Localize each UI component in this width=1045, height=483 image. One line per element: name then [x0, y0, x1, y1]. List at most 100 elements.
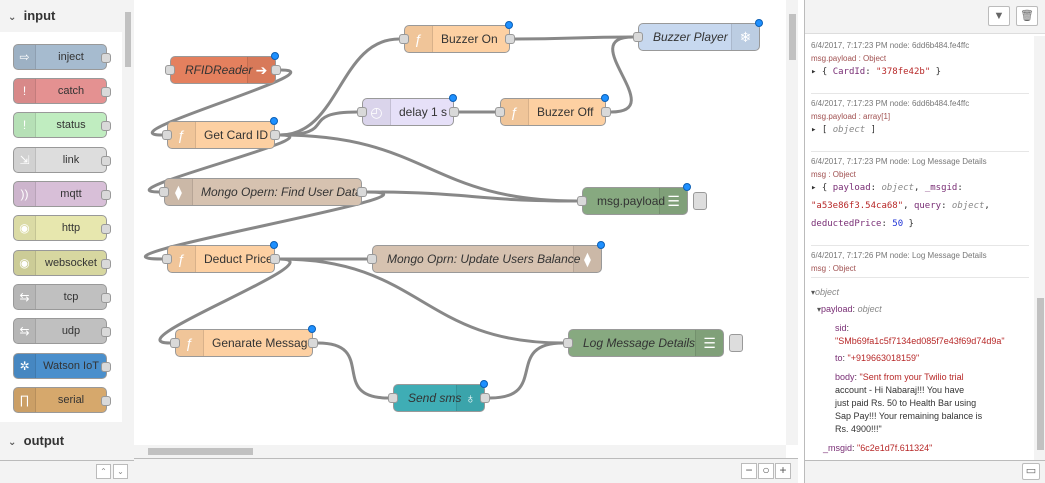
database-icon: ⧫ — [165, 179, 193, 205]
output-port[interactable] — [101, 190, 111, 200]
input-port[interactable] — [162, 130, 172, 140]
flow-node-logmsg[interactable]: ☰Log Message Details — [563, 329, 743, 357]
output-port[interactable] — [101, 327, 111, 337]
palette-scrollbar[interactable] — [122, 0, 134, 460]
input-port[interactable] — [633, 32, 643, 42]
flow-node-sendsms[interactable]: ♁Send sms — [388, 380, 490, 412]
flow-node-rfid[interactable]: ➔RFIDReader — [165, 52, 281, 84]
scroll-thumb[interactable] — [789, 14, 796, 60]
wire-getcard-buzzon[interactable] — [279, 37, 400, 137]
input-port[interactable] — [563, 338, 573, 348]
zoom-out-button[interactable]: − — [741, 463, 757, 479]
debug-message[interactable]: 6/4/2017, 7:17:23 PM node: 6dd6b484.fe4f… — [811, 96, 1029, 152]
debug-message[interactable]: 6/4/2017, 7:17:23 PM node: 6dd6b484.fe4f… — [811, 38, 1029, 94]
collapse-all-button[interactable]: ⌃ — [96, 464, 111, 479]
flow-node-buzzplay[interactable]: ❄Buzzer Player — [633, 19, 763, 51]
wire-genmsg-sendsms[interactable] — [317, 341, 389, 400]
palette-node-websocket[interactable]: ◉websocket — [13, 250, 111, 276]
output-port[interactable] — [101, 156, 111, 166]
output-port[interactable] — [101, 53, 111, 63]
output-port[interactable] — [270, 130, 280, 140]
zoom-in-button[interactable]: + — [775, 463, 791, 479]
output-port[interactable] — [357, 187, 367, 197]
output-port[interactable] — [271, 65, 281, 75]
palette-category-output[interactable]: ⌄ output — [0, 426, 122, 456]
input-port[interactable] — [165, 65, 175, 75]
palette-category-input[interactable]: ⌄ input — [0, 1, 122, 31]
flow-node-mongofind[interactable]: ⧫Mongo Opern: Find User Data — [159, 178, 367, 206]
debug-message[interactable]: 6/4/2017, 7:17:23 PM node: Log Message D… — [811, 154, 1029, 246]
debug-toggle-button[interactable] — [693, 192, 707, 210]
output-port[interactable] — [101, 224, 111, 234]
palette-node-inject[interactable]: ⇨inject — [13, 44, 111, 70]
input-port[interactable] — [162, 254, 172, 264]
input-port[interactable] — [159, 187, 169, 197]
workspace-horizontal-scrollbar[interactable] — [134, 445, 786, 458]
input-port[interactable] — [577, 196, 587, 206]
flow-node-mongoupd[interactable]: ⧫Mongo Oprn: Update Users Balance — [367, 241, 605, 273]
output-port[interactable] — [449, 107, 459, 117]
palette-node-status[interactable]: !status — [13, 112, 111, 138]
input-port[interactable] — [399, 34, 409, 44]
output-port[interactable] — [505, 34, 515, 44]
output-port[interactable] — [101, 293, 111, 303]
output-port[interactable] — [101, 87, 111, 97]
message-meta: 6/4/2017, 7:17:23 PM node: Log Message D… — [811, 157, 987, 166]
palette: ⌄ input ⇨inject !catch !status ⇲link ))mqtt ◉… — [0, 0, 134, 483]
wire-deduct-logmsg[interactable] — [279, 257, 564, 345]
wire-getcard-mongofind[interactable] — [147, 133, 292, 194]
tree-root[interactable]: ▾object — [811, 287, 840, 297]
filter-button[interactable]: ▼ — [988, 6, 1010, 26]
wire-rfid-getcard[interactable] — [150, 68, 293, 137]
scroll-thumb[interactable] — [125, 12, 131, 67]
output-port[interactable] — [601, 107, 611, 117]
output-port[interactable] — [308, 338, 318, 348]
node-label: Buzzer On — [441, 32, 498, 46]
input-port[interactable] — [388, 393, 398, 403]
wire-mongofind-msgpayload[interactable] — [366, 190, 578, 203]
clear-button[interactable]: 🗑 — [1016, 6, 1038, 26]
palette-node-watson-iot[interactable]: ✲Watson IoT — [13, 353, 111, 379]
palette-node-tcp[interactable]: ⇆tcp — [13, 284, 111, 310]
palette-node-udp[interactable]: ⇆udp — [13, 318, 111, 344]
input-port[interactable] — [495, 107, 505, 117]
wire-buzzoff-buzzplay[interactable] — [610, 35, 634, 114]
input-port[interactable] — [367, 254, 377, 264]
palette-node-http[interactable]: ◉http — [13, 215, 111, 241]
scroll-thumb[interactable] — [148, 448, 253, 455]
palette-node-catch[interactable]: !catch — [13, 78, 111, 104]
expand-all-button[interactable]: ⌄ — [113, 464, 128, 479]
debug-message[interactable]: 6/4/2017, 7:17:26 PM node: Log Message D… — [811, 248, 1029, 278]
wire-sendsms-logmsg[interactable] — [489, 341, 564, 400]
output-port[interactable] — [101, 121, 111, 131]
debug-scrollbar[interactable] — [1034, 36, 1045, 460]
output-port[interactable] — [101, 396, 111, 406]
flow-node-msgpayload[interactable]: ☰msg.payload — [577, 183, 707, 215]
scroll-thumb[interactable] — [1037, 298, 1044, 450]
workspace-vertical-scrollbar[interactable] — [786, 0, 798, 445]
palette-node-mqtt[interactable]: ))mqtt — [13, 181, 111, 207]
input-port[interactable] — [357, 107, 367, 117]
flow-node-delay[interactable]: ◴delay 1 s — [357, 94, 459, 126]
output-port[interactable] — [101, 362, 111, 372]
output-port[interactable] — [480, 393, 490, 403]
wire-buzzon-buzzplay[interactable] — [514, 35, 634, 41]
output-port[interactable] — [101, 259, 111, 269]
palette-node-serial[interactable]: ∏serial — [13, 387, 111, 413]
wire-deduct-genmsg[interactable] — [158, 257, 292, 345]
debug-toggle-button[interactable] — [729, 334, 743, 352]
palette-node-link[interactable]: ⇲link — [13, 147, 111, 173]
wire-getcard-msgpayload[interactable] — [279, 133, 578, 203]
zoom-reset-button[interactable]: ○ — [758, 463, 774, 479]
open-window-button[interactable]: ▭ — [1022, 463, 1040, 480]
input-port[interactable] — [170, 338, 180, 348]
tree-payload[interactable]: ▾payload: object — [817, 304, 882, 314]
wire-mongofind-deduct[interactable] — [143, 190, 386, 261]
output-port[interactable] — [270, 254, 280, 264]
